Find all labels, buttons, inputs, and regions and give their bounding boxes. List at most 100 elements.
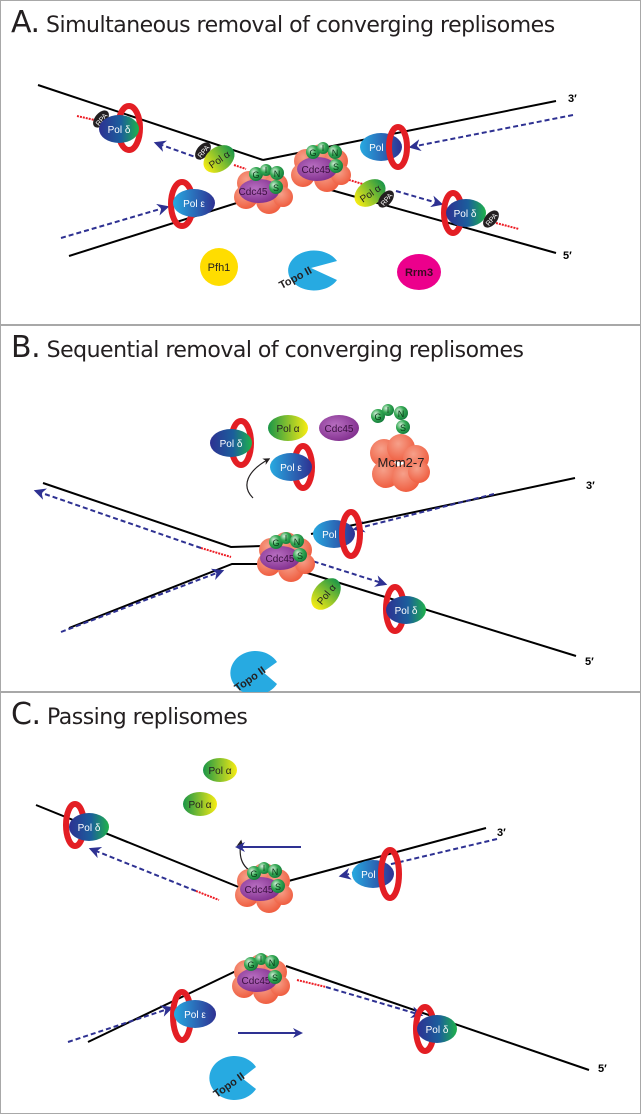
nascent-strand — [395, 190, 444, 208]
pol-alpha-released: Pol α — [183, 792, 217, 816]
pol-epsilon-released: Pol ε — [270, 453, 312, 481]
pol-alpha-released: Pol α — [203, 758, 237, 782]
nascent-strand — [305, 558, 388, 587]
mcm2-7-released: Mcm2-7 — [370, 434, 430, 492]
svg-text:Cdc45: Cdc45 — [266, 554, 295, 565]
panel-c-diagram: Pol α Pol α 3′ Pol δ Cdc45 G I — [35, 758, 607, 1101]
pol-alpha-released: Pol α — [268, 415, 308, 441]
panel-b-diagram: Pol α Cdc45 G I N S Pol δ Pol ε Mcm2 — [33, 404, 595, 693]
svg-text:Pol ε: Pol ε — [361, 870, 383, 881]
svg-text:N: N — [398, 409, 405, 419]
pcna-clamp — [339, 509, 363, 559]
topo-ii: Topo II — [277, 250, 337, 292]
svg-text:Cdc45: Cdc45 — [245, 885, 274, 896]
rna-primer — [233, 164, 247, 170]
svg-text:I: I — [322, 144, 324, 153]
cmg-helicase: Cdc45 G I N S — [291, 142, 351, 192]
nascent-strand — [60, 568, 225, 633]
release-arrow — [246, 458, 271, 499]
svg-text:N: N — [294, 537, 301, 547]
svg-text:I: I — [263, 864, 265, 873]
pol-delta: Pol δ — [99, 115, 139, 143]
svg-text:G: G — [250, 869, 257, 879]
end-label-3prime: 3′ — [497, 827, 506, 839]
dna-strand — [87, 970, 237, 1043]
rrm3-helicase: Rrm3 — [397, 254, 441, 290]
svg-text:I: I — [285, 534, 287, 543]
svg-text:I: I — [265, 166, 267, 175]
panel-b-heading: Sequential removal of converging repliso… — [46, 338, 524, 363]
panel-a-letter: A. — [11, 5, 40, 40]
nascent-strand — [325, 986, 424, 1019]
pol-epsilon: Pol ε — [352, 860, 394, 888]
dna-strand — [42, 482, 264, 549]
pcna-clamp — [378, 847, 402, 901]
panel-a-title: A. Simultaneous removal of converging re… — [11, 5, 555, 40]
nascent-strand — [408, 114, 574, 152]
svg-text:Pol δ: Pol δ — [220, 439, 243, 450]
svg-text:S: S — [400, 423, 406, 433]
cmg-helicase: Cdc45 G I N S — [235, 862, 293, 913]
end-label-3prime: 3′ — [586, 480, 595, 492]
svg-text:G: G — [309, 148, 316, 158]
pol-delta: Pol δ — [386, 596, 426, 624]
svg-text:N: N — [272, 867, 279, 877]
pol-delta: Pol δ — [446, 199, 486, 227]
panel-b: B. Sequential removal of converging repl… — [0, 325, 641, 693]
svg-text:Pol δ: Pol δ — [454, 209, 477, 220]
end-label-5prime: 5′ — [563, 250, 572, 262]
end-label-5prime: 5′ — [585, 656, 594, 668]
nascent-strand — [352, 493, 495, 533]
cmg-helicase: Cdc45 G I N S — [257, 532, 315, 582]
pol-epsilon: Pol ε — [360, 133, 402, 161]
pol-alpha: Pol α — [203, 145, 235, 173]
svg-text:S: S — [333, 162, 339, 172]
svg-text:G: G — [374, 412, 381, 422]
svg-text:N: N — [332, 148, 339, 158]
svg-text:S: S — [272, 973, 278, 983]
svg-text:Pol α: Pol α — [208, 766, 231, 777]
svg-text:Pol α: Pol α — [276, 424, 299, 435]
rna-primer — [495, 222, 520, 230]
nascent-strand — [153, 140, 202, 160]
pol-delta: Pol δ — [69, 813, 109, 841]
svg-text:Pol δ: Pol δ — [395, 606, 418, 617]
panel-c-heading: Passing replisomes — [46, 705, 248, 730]
cdc45-released: Cdc45 — [319, 415, 359, 441]
panel-b-letter: B. — [11, 330, 41, 365]
cmg-helicase: Cdc45 G I N S — [234, 164, 293, 214]
svg-text:N: N — [274, 169, 281, 179]
pol-delta-released: Pol δ — [210, 429, 252, 457]
svg-text:S: S — [273, 183, 279, 193]
svg-text:Pol ε: Pol ε — [322, 530, 344, 541]
panel-c-title: C. Passing replisomes — [11, 697, 248, 732]
cmg-helicase: Cdc45 G I N S — [232, 953, 290, 1004]
svg-text:Pol ε: Pol ε — [280, 463, 302, 474]
end-label-3prime: 3′ — [568, 93, 577, 105]
svg-text:G: G — [247, 960, 254, 970]
pol-epsilon: Pol ε — [174, 1000, 216, 1028]
svg-text:I: I — [260, 955, 262, 964]
pol-epsilon: Pol ε — [313, 520, 355, 548]
dna-strand — [35, 804, 242, 889]
svg-text:I: I — [387, 406, 389, 415]
svg-text:S: S — [275, 882, 281, 892]
panel-c: C. Passing replisomes Pol α Pol α 3′ Pol… — [0, 692, 641, 1114]
svg-text:Pol δ: Pol δ — [426, 1025, 449, 1036]
topo-ii: Topo II — [209, 1056, 256, 1101]
svg-text:Pol ε: Pol ε — [369, 143, 391, 154]
pol-alpha: Pol α — [354, 179, 386, 207]
svg-text:Cdc45: Cdc45 — [239, 187, 268, 198]
svg-text:Pol δ: Pol δ — [108, 125, 131, 136]
svg-text:Rrm3: Rrm3 — [405, 267, 433, 279]
dna-strand — [68, 563, 266, 629]
nascent-strand — [88, 846, 197, 892]
nascent-strand — [67, 1005, 174, 1043]
nascent-strand — [60, 203, 170, 239]
panel-b-title: B. Sequential removal of converging repl… — [11, 330, 524, 365]
svg-text:N: N — [269, 958, 276, 968]
svg-text:Pol δ: Pol δ — [78, 823, 101, 834]
rna-primer — [200, 547, 232, 558]
pfh1-helicase: Pfh1 — [200, 248, 238, 286]
svg-text:G: G — [272, 538, 279, 548]
